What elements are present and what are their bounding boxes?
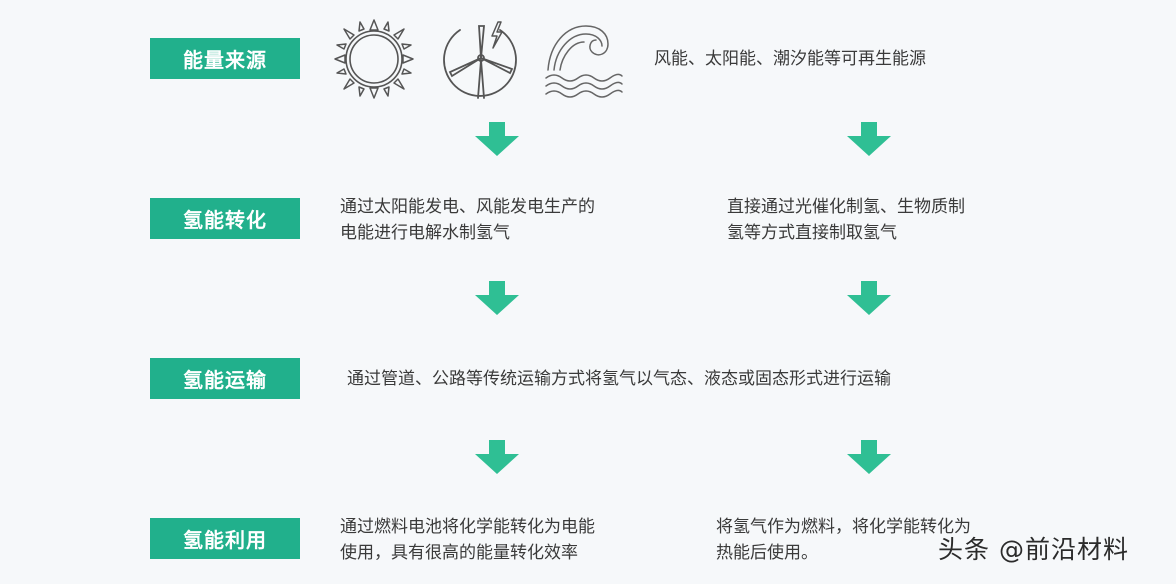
conversion-right-line-2: 氢等方式直接制取氢气 xyxy=(727,223,897,243)
usage-right-line-1: 将氢气作为燃料，将化学能转化为 xyxy=(716,517,971,537)
energy-source-text: 风能、太阳能、潮汐能等可再生能源 xyxy=(654,49,926,69)
wave-icon xyxy=(545,25,623,98)
watermark: 头条 @前沿材料 xyxy=(938,535,1129,564)
down-arrow-icon xyxy=(475,440,519,474)
down-arrow-icon xyxy=(847,440,891,474)
stage-label-hydrogen-usage: 氢能利用 xyxy=(150,518,300,559)
wind-turbine-icon xyxy=(443,21,517,99)
transport-text: 通过管道、公路等传统运输方式将氢气以气态、液态或固态形式进行运输 xyxy=(347,369,891,389)
usage-left-line-2: 使用，具有很高的能量转化效率 xyxy=(340,543,578,563)
down-arrow-icon xyxy=(475,122,519,156)
usage-left-line-1: 通过燃料电池将化学能转化为电能 xyxy=(340,517,595,537)
stage-label-hydrogen-transport: 氢能运输 xyxy=(150,358,300,399)
usage-right-line-2: 热能后使用。 xyxy=(716,543,818,563)
down-arrow-icon xyxy=(847,281,891,315)
conversion-right-line-1: 直接通过光催化制氢、生物质制 xyxy=(727,197,965,217)
conversion-left-line-2: 电能进行电解水制氢气 xyxy=(340,223,510,243)
conversion-left-line-1: 通过太阳能发电、风能发电生产的 xyxy=(340,197,595,217)
stage-label-hydrogen-conversion: 氢能转化 xyxy=(150,198,300,239)
stage-label-energy-source: 能量来源 xyxy=(150,38,300,79)
down-arrow-icon xyxy=(475,281,519,315)
sun-icon xyxy=(334,19,414,99)
down-arrow-icon xyxy=(847,122,891,156)
